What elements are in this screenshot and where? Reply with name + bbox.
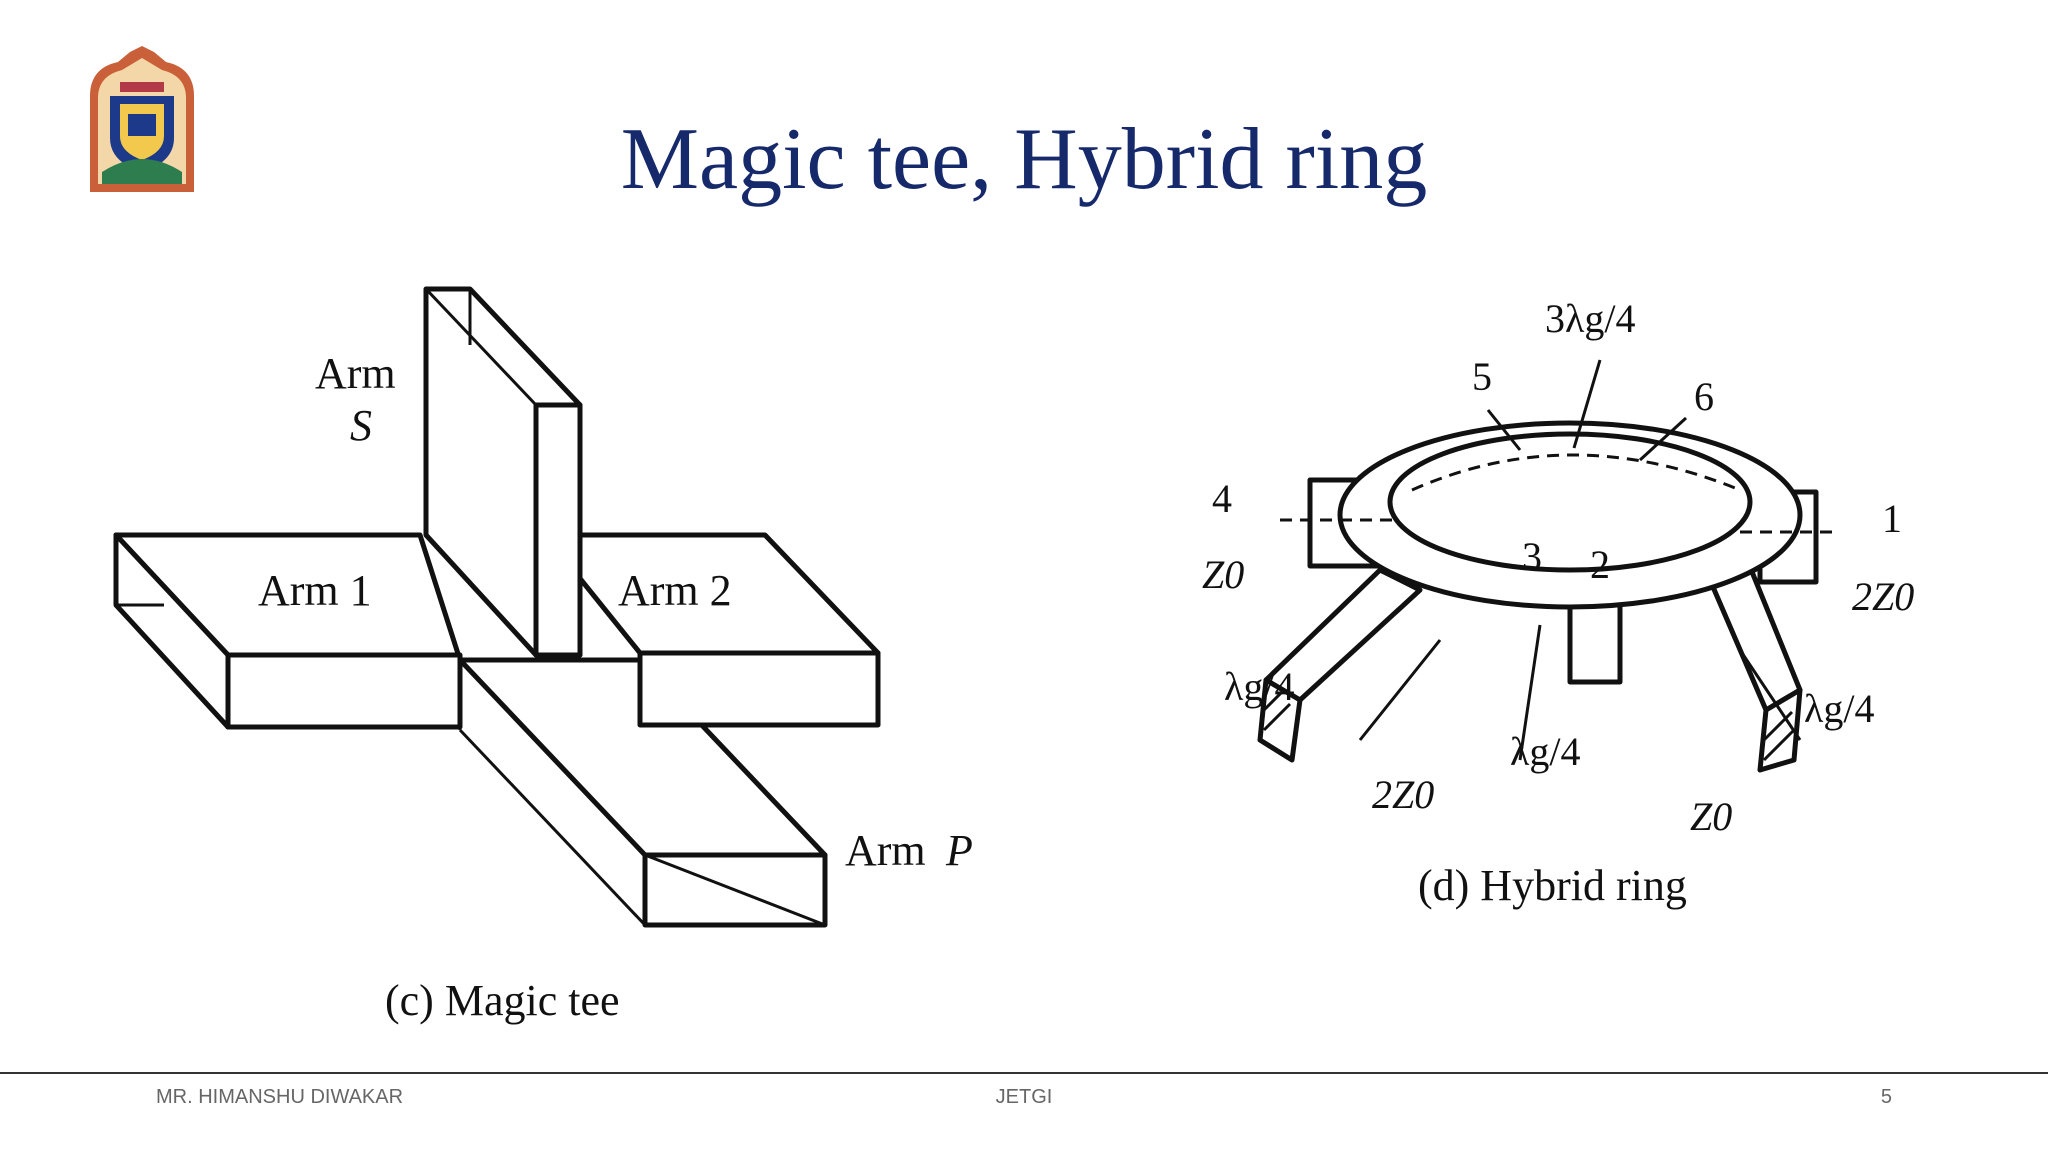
magic-tee-drawing <box>113 286 881 928</box>
footer-divider <box>0 1072 2048 1074</box>
footer-page-number: 5 <box>1880 1086 1892 1108</box>
hybrid-ring-drawing <box>1257 359 1840 773</box>
hybrid-ring-diagram: 3λg/4 5 6 4 1 3 2 Z0 2Z0 λg/4 λg/4 λg/4 … <box>1202 296 1914 910</box>
z0-bottom-label: Z0 <box>1690 794 1732 839</box>
slide-title: Magic tee, Hybrid ring <box>620 111 1428 208</box>
port-5-label: 5 <box>1472 354 1492 399</box>
institution-logo <box>90 46 194 192</box>
magic-tee-caption: (c) Magic tee <box>385 976 620 1025</box>
port-2-label: 2 <box>1590 542 1610 587</box>
arm-1-label: Arm 1 <box>258 566 372 615</box>
port-1-label: 1 <box>1882 496 1902 541</box>
qw-center-label: λg/4 <box>1510 729 1581 774</box>
footer-institution: JETGI <box>995 1086 1053 1108</box>
arm-s-letter-label: S <box>350 401 372 450</box>
z2-bottom-label: 2Z0 <box>1372 772 1434 817</box>
port-6-label: 6 <box>1694 374 1714 419</box>
z2-right-label: 2Z0 <box>1852 574 1914 619</box>
arm-s-word-label: Arm <box>315 349 396 398</box>
footer-author: MR. HIMANSHU DIWAKAR <box>156 1086 404 1108</box>
magic-tee-diagram: Arm S Arm 1 Arm 2 Arm P (c) Magic tee <box>113 286 973 1025</box>
arm-p-letter-label: P <box>945 826 973 875</box>
port-4-label: 4 <box>1212 476 1232 521</box>
port-3-label: 3 <box>1522 534 1542 579</box>
z0-left-label: Z0 <box>1202 552 1244 597</box>
arm-p-word-label: Arm <box>845 826 926 875</box>
top-length-label: 3λg/4 <box>1545 296 1636 341</box>
arm-2-label: Arm 2 <box>618 566 732 615</box>
qw-right-label: λg/4 <box>1804 686 1875 731</box>
qw-left-label: λg/4 <box>1224 664 1295 709</box>
hybrid-ring-caption: (d) Hybrid ring <box>1418 861 1687 910</box>
